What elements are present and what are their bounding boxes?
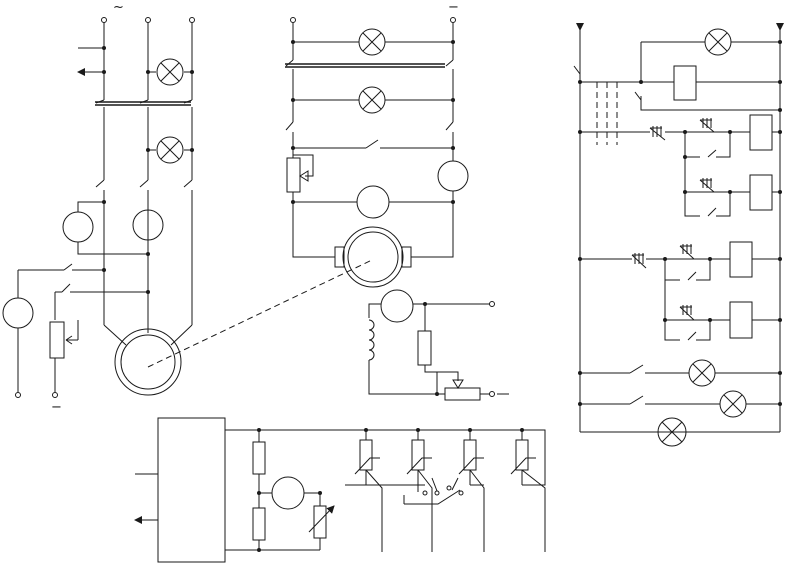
terminal-phase-1 <box>101 17 107 23</box>
rheostat-left <box>49 321 65 359</box>
terminal-left-2 <box>52 392 58 398</box>
panel-ac-three-phase: ~ <box>2 0 195 415</box>
terminal-exc-2 <box>489 391 495 397</box>
field-winding <box>368 319 375 361</box>
lamp-3 <box>293 28 453 56</box>
terminal-left-1 <box>15 392 21 398</box>
relay-row-4 <box>580 241 780 281</box>
dc-meter <box>437 148 469 202</box>
thermal-contact-row <box>580 114 780 159</box>
resistor-bridge-2 <box>252 507 266 541</box>
lamp-1 <box>148 58 192 86</box>
phase-lines-upper <box>103 22 193 100</box>
terminal-exc-1 <box>489 301 495 307</box>
terminal-dc-left <box>290 17 296 23</box>
main-switch-3pole <box>95 99 193 106</box>
phase-lines-mid <box>103 107 193 180</box>
thermistor-array <box>345 428 536 505</box>
ac-supply-symbol: ~ <box>113 0 124 15</box>
excitation-circuit <box>368 289 509 401</box>
lamp-2 <box>148 136 192 164</box>
switch-top <box>573 65 581 75</box>
relay-coil-4 <box>729 241 753 278</box>
resistor-exc <box>417 330 432 366</box>
terminal-phase-3 <box>189 17 195 23</box>
relay-coil-2 <box>749 114 773 151</box>
switch-contacts-3 <box>95 179 193 188</box>
mechanical-coupling-line <box>147 259 373 368</box>
induction-motor <box>103 324 193 396</box>
relay-row-5 <box>663 280 780 341</box>
dc-main-switch <box>285 59 454 68</box>
phase-lines-lower <box>103 190 193 325</box>
minus-label: − <box>51 400 62 415</box>
control-box <box>157 417 226 563</box>
lamp-6 <box>688 359 716 387</box>
relay-row-3 <box>683 157 780 217</box>
interlock-dashes <box>596 82 618 145</box>
relay-coil-5 <box>729 301 753 339</box>
bridge-meter <box>271 476 305 510</box>
dc-meter-2 <box>293 185 453 219</box>
probe-leads <box>365 469 546 552</box>
panel-control-unit <box>135 417 546 563</box>
terminal-dc-right <box>450 17 456 23</box>
lamp-7 <box>719 390 747 418</box>
dc-machine <box>292 202 454 288</box>
lamp-8 <box>657 417 687 447</box>
rheostat-exc <box>444 387 481 401</box>
lamp-row-7 <box>580 390 780 418</box>
panel-relay-ladder <box>573 23 784 447</box>
dc-series-switch <box>293 139 453 149</box>
bridge-rheostat <box>313 505 327 539</box>
control-outputs <box>135 473 158 520</box>
tap-arrows <box>78 47 104 72</box>
meter-3 <box>2 297 34 329</box>
meter-2 <box>132 202 164 241</box>
left-aux-circuit: − <box>2 263 148 415</box>
meter-1 <box>62 201 148 255</box>
field-rheostat <box>286 148 314 202</box>
lamp-5 <box>640 28 780 82</box>
lamp-row-6 <box>580 359 780 387</box>
panel-dc-circuit: − <box>285 0 509 401</box>
dc-switch-contacts <box>285 121 454 131</box>
resistor-bridge-1 <box>252 441 266 475</box>
switch-row-2 <box>634 91 780 111</box>
dc-minus-symbol: − <box>448 0 459 15</box>
relay-coil-1 <box>580 65 780 101</box>
relay-coil-3 <box>749 174 773 211</box>
lamp-4 <box>293 86 453 114</box>
terminal-phase-2 <box>145 17 151 23</box>
